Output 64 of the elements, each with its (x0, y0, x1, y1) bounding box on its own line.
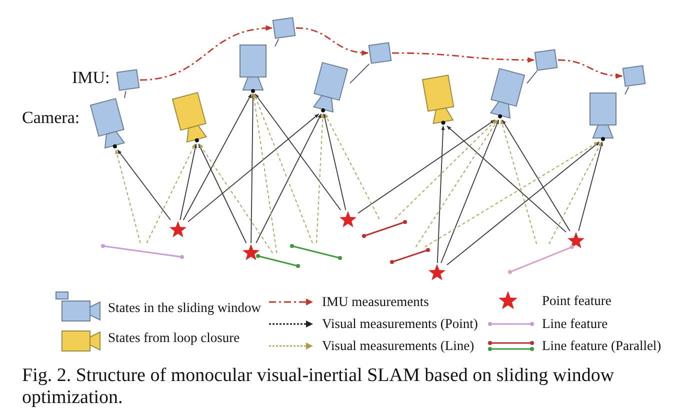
measurement-arrow (446, 126, 566, 233)
connector-line (124, 90, 126, 98)
measurement-arrow (358, 120, 496, 214)
measurement-arrow (502, 120, 570, 232)
point-feature-star (427, 263, 447, 283)
legend-text: States from loop closure (108, 330, 240, 346)
measurement-arrow (180, 144, 198, 220)
imu-measurement-arrow (140, 26, 273, 81)
measurement-arrow (323, 114, 346, 210)
point-feature-star (168, 220, 188, 240)
imu-measurement-arrow (558, 59, 623, 79)
measurement-arrow (316, 114, 324, 244)
measurement-arrow (440, 120, 500, 264)
imu-icon (534, 49, 558, 71)
measurement-arrow (500, 120, 538, 244)
measurement-arrow (256, 114, 322, 244)
point-feature-star (566, 231, 586, 251)
legend-text: IMU measurements (322, 294, 429, 310)
measurement-arrow (548, 142, 602, 244)
line-feature (389, 247, 431, 265)
measurement-arrow (198, 144, 247, 244)
connector-line (350, 64, 370, 84)
measurement-arrow (146, 144, 196, 244)
axis-label: Camera: (22, 108, 80, 128)
measurement-arrow (324, 114, 380, 220)
measurement-arrow (578, 142, 603, 232)
legend-text: Line feature (542, 316, 608, 332)
measurement-arrow (394, 120, 497, 220)
legend-text: Line feature (Parallel) (542, 338, 662, 354)
legend-text: Visual measurements (Line) (322, 338, 474, 354)
measurement-arrow (252, 94, 278, 254)
legend-text: Visual measurements (Point) (322, 316, 478, 332)
measurement-arrow (254, 94, 342, 210)
imu-icon (622, 65, 646, 87)
connector-line (624, 86, 630, 95)
measurement-arrow (436, 126, 445, 264)
measurement-arrow (424, 142, 599, 248)
line-feature (361, 219, 408, 239)
imu-icon (368, 42, 392, 64)
line-feature (100, 243, 185, 260)
imu-icon (116, 69, 140, 91)
measurement-arrow (415, 120, 498, 248)
line-feature (255, 253, 301, 269)
point-feature-star (338, 210, 358, 230)
measurement-arrow (250, 94, 255, 244)
measurement-arrow (188, 114, 320, 222)
line-feature (507, 244, 575, 275)
measurement-arrow (117, 150, 171, 220)
measurement-arrow (254, 94, 313, 244)
measurement-arrow (198, 144, 274, 254)
connector-line (274, 38, 280, 47)
measurement-arrow (115, 150, 141, 244)
imu-icon (272, 17, 296, 39)
connector-line (526, 70, 538, 84)
imu-measurement-arrow (296, 27, 369, 56)
measurement-arrow (446, 142, 600, 266)
legend-text: Point feature (542, 293, 612, 309)
line-feature (289, 243, 343, 261)
imu-measurement-arrow (392, 52, 535, 63)
figure-caption: Fig. 2. Structure of monocular visual-inertial SLAM based on sliding window optimization. (22, 365, 616, 409)
axis-label: IMU: (72, 68, 110, 88)
measurement-arrow (182, 94, 252, 220)
legend-text: States in the sliding window (108, 300, 261, 316)
point-feature-star (241, 243, 261, 263)
